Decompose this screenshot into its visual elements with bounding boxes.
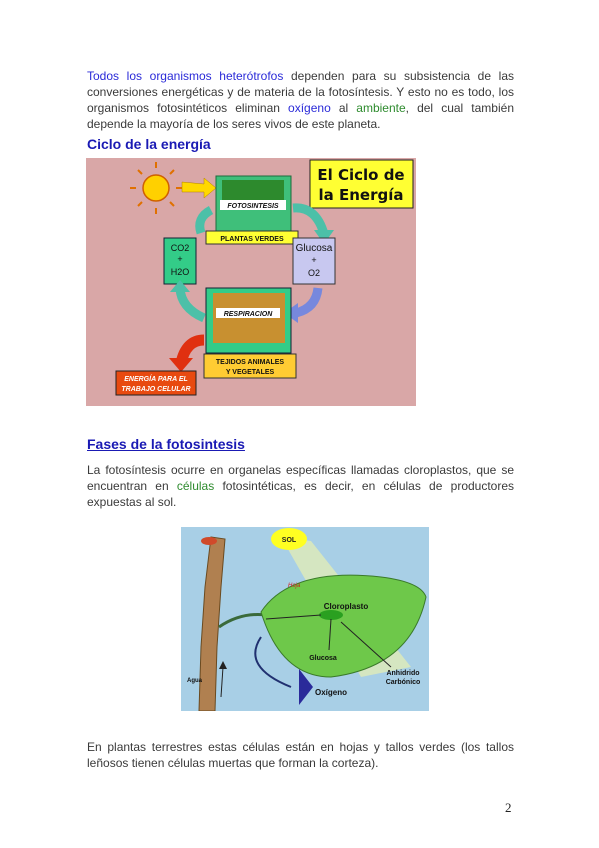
h2o-label: H2O	[171, 267, 190, 277]
paragraph-heterotrofos: Todos los organismos heterótrofos depend…	[87, 68, 514, 132]
hoja-label: Hoja	[288, 583, 301, 589]
text: La fotosíntesis ocurre en organelas espe…	[87, 463, 514, 493]
sunlight-arrow	[181, 177, 217, 199]
cycle-arrow-1	[292, 203, 329, 236]
text: , del cual también depende la mayoría de…	[87, 101, 514, 131]
respiracion-label: RESPIRACION	[224, 311, 274, 318]
photosynthesis-phases-figure: SOL Hoja Cloroplasto Glucosa Anhidrido C…	[181, 527, 429, 711]
sun-icon	[271, 528, 307, 550]
cycle-arrow-2	[294, 287, 323, 318]
energy-cycle-figure: El Ciclo de la Energía FOTOSINTESIS PLAN…	[86, 158, 416, 406]
text: al	[330, 101, 357, 115]
cloroplasto-label: Cloroplasto	[324, 602, 369, 611]
plantas-verdes-label: PLANTAS VERDES	[220, 236, 284, 243]
heading-fases: Fases de la fotosintesis	[87, 436, 245, 452]
fotosintesis-label-bg	[220, 200, 286, 210]
anhidrido-line1: Anhidrido	[386, 670, 419, 677]
energia-line1: ENERGÍA PARA EL	[124, 374, 188, 383]
co2-label: CO2	[171, 243, 190, 253]
oxigeno-label: Oxígeno	[315, 688, 347, 697]
heading-ciclo: Ciclo de la energía	[87, 136, 211, 152]
link-ambiente[interactable]: ambiente	[356, 101, 406, 115]
sol-label: SOL	[282, 537, 297, 544]
tejidos-line1: TEJIDOS ANIMALES	[216, 359, 285, 366]
fotosintesis-label: FOTOSINTESIS	[227, 203, 279, 210]
respiracion-label-bg	[216, 308, 280, 318]
cycle-arrow-4	[195, 206, 214, 235]
glucosa-plus: +	[311, 255, 316, 265]
glucosa-label: Glucosa	[296, 243, 333, 254]
link-heterotrofos[interactable]: Todos los organismos heterótrofos	[87, 69, 284, 83]
link-celulas[interactable]: células	[176, 479, 215, 493]
title-line2: la Energía	[319, 186, 404, 204]
agua-label: Agua	[187, 678, 203, 684]
paragraph-plantas-terrestres: En plantas terrestres estas células está…	[87, 740, 514, 770]
glucosa-label: Glucosa	[309, 655, 337, 662]
sun-icon	[130, 162, 182, 214]
text: fotosintéticas, es decir, en células de …	[87, 479, 515, 509]
anhidrido-line2: Carbónico	[386, 679, 421, 686]
page-number: 2	[505, 800, 512, 815]
o2-label: O2	[308, 268, 320, 278]
oxigeno-arrow	[299, 669, 313, 705]
link-oxigeno[interactable]: oxígeno	[288, 101, 331, 115]
stem	[198, 536, 226, 711]
tejidos-line2: Y VEGETALES	[226, 369, 275, 376]
title-line1: El Ciclo de	[317, 166, 404, 184]
energia-line2: TRABAJO CELULAR	[121, 386, 190, 393]
leaf	[260, 574, 427, 678]
paragraph-fases: La fotosíntesis ocurre en organelas espe…	[87, 462, 514, 510]
co2-plus: +	[177, 254, 182, 264]
text: dependen para su subsistencia de las con…	[87, 69, 515, 115]
